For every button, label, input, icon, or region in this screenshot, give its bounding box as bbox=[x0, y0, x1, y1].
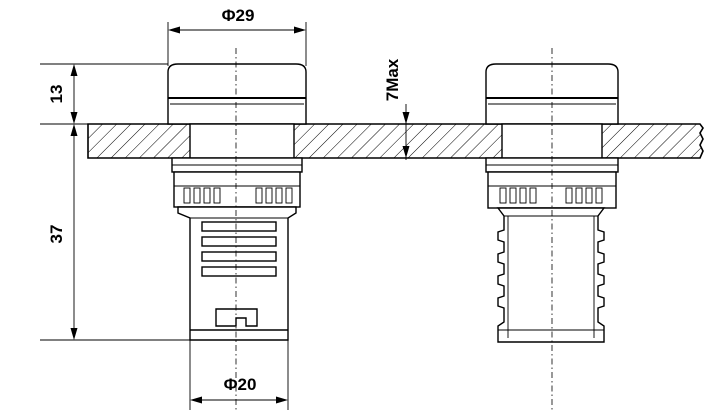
dimension-panel-thickness: 7Max bbox=[383, 58, 410, 160]
dimension-top-diameter: Φ29 bbox=[167, 6, 307, 66]
nut-slots-left bbox=[183, 187, 293, 204]
dimension-body-height: 37 bbox=[47, 124, 78, 340]
panel-thickness-label: 7Max bbox=[383, 58, 402, 101]
body-vent-bars bbox=[201, 221, 277, 277]
dimension-bottom-diameter: Φ20 bbox=[189, 340, 289, 410]
body-height-label: 37 bbox=[47, 225, 66, 244]
left-indicator-view bbox=[167, 63, 307, 341]
top-diameter-label: Φ29 bbox=[222, 6, 255, 25]
mounting-panel bbox=[87, 123, 704, 159]
right-indicator-view bbox=[485, 63, 619, 343]
dimension-head-height: 13 bbox=[47, 64, 78, 124]
head-height-label: 13 bbox=[47, 85, 66, 104]
nut-slots-right bbox=[499, 187, 603, 204]
bottom-diameter-label: Φ20 bbox=[224, 375, 257, 394]
